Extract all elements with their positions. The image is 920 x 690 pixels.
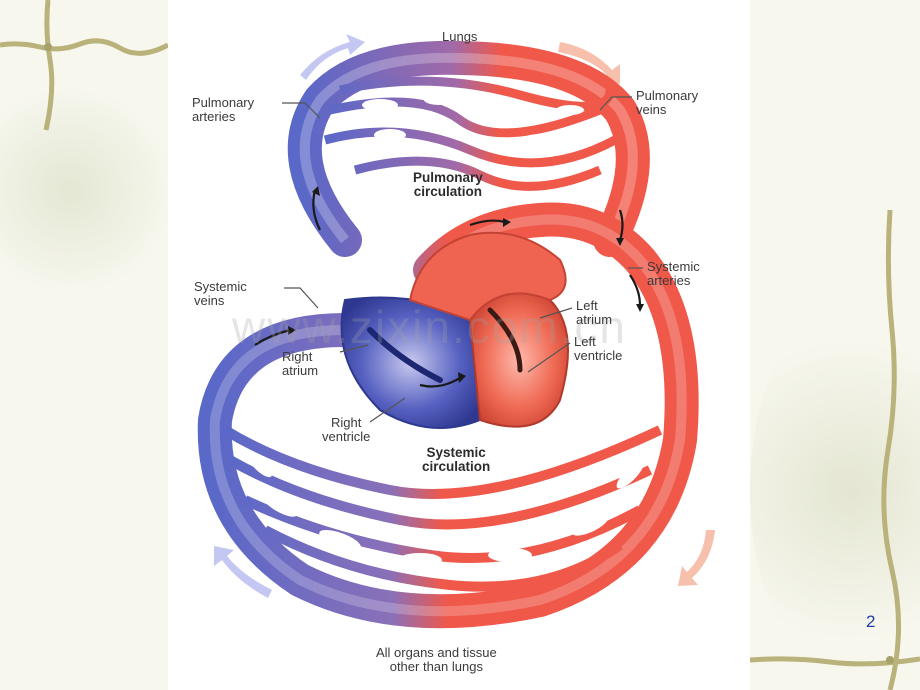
label-systemic-veins: Systemic veins — [194, 279, 247, 308]
label-left-atrium: Left atrium — [576, 298, 613, 327]
flow-arrow-icon — [678, 530, 715, 586]
flow-arrow-icon — [254, 328, 291, 346]
flow-arrow-icon — [300, 34, 365, 80]
flow-arrow-icon — [629, 274, 642, 306]
label-systemic-circulation: Systemic circulation — [422, 445, 491, 474]
watermark: www.zixin.com.cn — [232, 301, 627, 353]
heart — [340, 231, 569, 429]
flow-arrow-icon — [419, 377, 461, 388]
pulmonary-loop — [287, 40, 650, 257]
flow-arrow-icon — [312, 189, 321, 231]
vine-decoration-bottom-right — [750, 210, 920, 690]
label-left-ventricle: Left ventricle — [574, 334, 623, 363]
label-organs-tissue: All organs and tissue other than lungs — [376, 645, 497, 674]
label-pulmonary-circulation: Pulmonary circulation — [413, 170, 483, 199]
page-number: 2 — [866, 612, 876, 631]
vine-decoration-top-left — [0, 0, 170, 131]
label-pulmonary-arteries: Pulmonary arteries — [192, 95, 255, 124]
flow-arrow-icon — [469, 219, 506, 227]
label-right-atrium: Right atrium — [282, 349, 319, 378]
label-lungs: Lungs — [442, 29, 478, 44]
label-right-ventricle: Right ventricle — [322, 415, 371, 444]
label-systemic-arteries: Systemic arteries — [647, 259, 700, 288]
label-pulmonary-veins: Pulmonary veins — [636, 88, 699, 117]
flow-arrow-icon — [558, 42, 620, 84]
flow-arrow-icon — [618, 209, 624, 241]
background-blot — [0, 90, 180, 290]
systemic-loop — [197, 202, 699, 629]
flow-arrow-icon — [214, 546, 272, 598]
